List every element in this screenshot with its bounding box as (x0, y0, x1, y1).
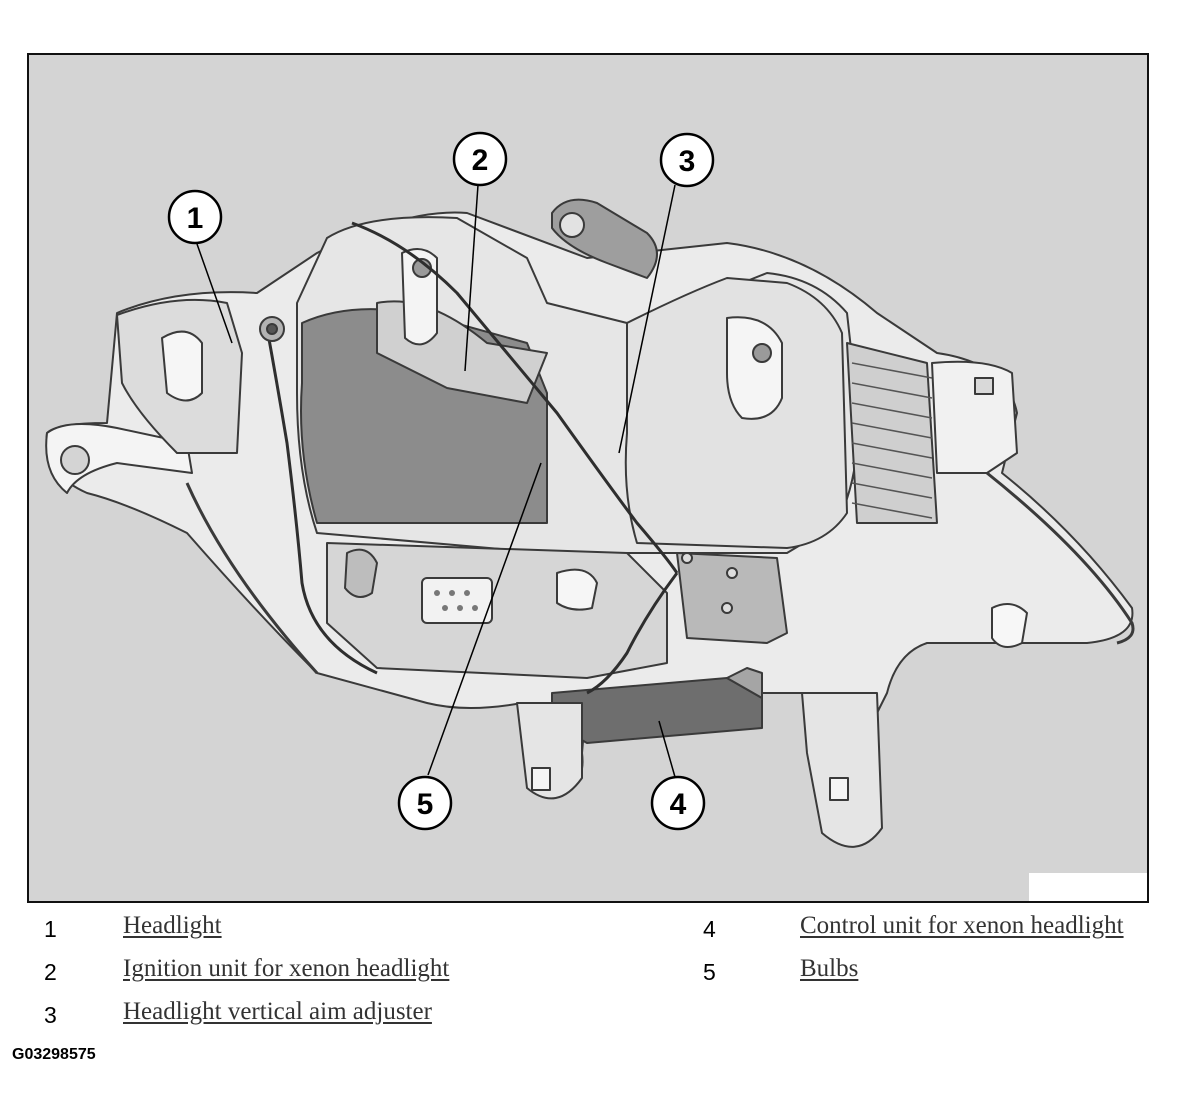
legend-number-2: 2 (44, 959, 57, 985)
legend-number-5: 5 (703, 959, 716, 985)
svg-text:5: 5 (417, 788, 434, 821)
callout-2: 2 (452, 131, 508, 187)
callout-3: 3 (659, 132, 715, 188)
leader-5 (427, 462, 542, 776)
legend-link-headlight[interactable]: Headlight (123, 912, 222, 939)
legend-link-ignition-unit[interactable]: Ignition unit for xenon headlight (123, 955, 450, 982)
svg-text:2: 2 (472, 144, 489, 177)
callout-4: 4 (650, 775, 706, 831)
svg-text:4: 4 (670, 788, 687, 821)
leader-2 (464, 184, 479, 372)
legend-number-4: 4 (703, 916, 716, 942)
callout-5: 5 (397, 775, 453, 831)
figure-code: G03298575 (12, 1046, 96, 1063)
legend-link-aim-adjuster[interactable]: Headlight vertical aim adjuster (123, 998, 432, 1025)
headlight-diagram: 1 2 3 4 5 (27, 53, 1149, 903)
leader-4 (658, 720, 676, 778)
callout-leaders (196, 184, 676, 778)
legend-number-3: 3 (44, 1002, 57, 1028)
legend-link-control-unit[interactable]: Control unit for xenon headlight (800, 912, 1124, 939)
headlight-assembly-illustration (45, 198, 1135, 848)
corner-white-patch (1029, 873, 1147, 901)
leader-3 (618, 184, 676, 454)
callout-1: 1 (167, 189, 223, 245)
legend-number-1: 1 (44, 916, 57, 942)
leader-1 (196, 243, 233, 344)
svg-text:1: 1 (187, 202, 204, 235)
svg-text:3: 3 (679, 145, 696, 178)
legend-link-bulbs[interactable]: Bulbs (800, 955, 859, 982)
